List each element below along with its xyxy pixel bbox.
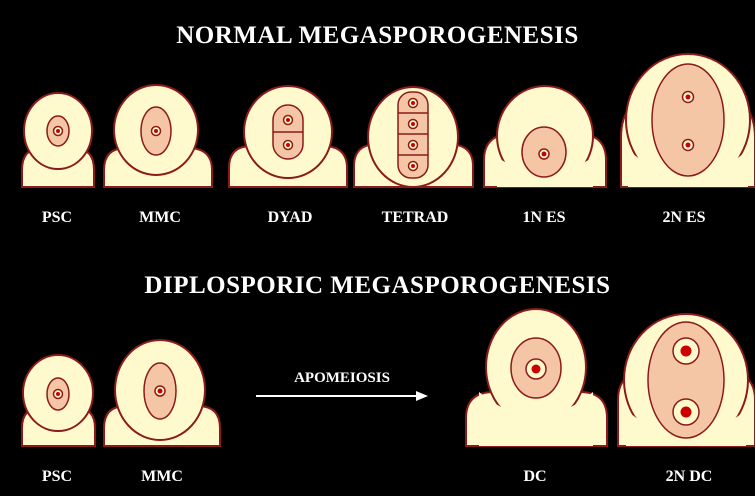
diplosporic-psc-ovule	[22, 355, 95, 446]
normal-dyad-ovule	[229, 86, 347, 187]
normal-stage-label-tetrad: TETRAD	[382, 209, 449, 227]
normal-tetrad-ovule	[354, 87, 473, 187]
diplosporic-stage-label-2n-dc: 2N DC	[666, 468, 713, 486]
normal-2n-es-ovule	[621, 54, 755, 187]
diplosporic-2n-dc-ovule	[618, 314, 755, 446]
normal-stage-label-2n-es: 2N ES	[662, 209, 705, 227]
normal-1n-es-ovule	[484, 86, 606, 187]
diplosporic-stage-label-psc: PSC	[42, 468, 72, 486]
normal-2n-es-sac	[652, 64, 724, 176]
diplosporic-stage-label-mmc: MMC	[141, 468, 183, 486]
diplosporic-mmc-ovule	[104, 340, 220, 446]
normal-stage-label-mmc: MMC	[139, 209, 181, 227]
apomeiosis-label: APOMEIOSIS	[294, 370, 390, 387]
diplosporic-dc-ovule	[466, 309, 607, 446]
normal-psc-ovule	[22, 93, 94, 187]
normal-stage-label-psc: PSC	[42, 209, 72, 227]
normal-stage-label-1n-es: 1N ES	[522, 209, 565, 227]
normal-mmc-ovule	[104, 85, 212, 187]
apomeiosis-arrow	[256, 391, 428, 401]
normal-stage-label-dyad: DYAD	[268, 209, 313, 227]
diplosporic-stage-label-dc: DC	[523, 468, 546, 486]
